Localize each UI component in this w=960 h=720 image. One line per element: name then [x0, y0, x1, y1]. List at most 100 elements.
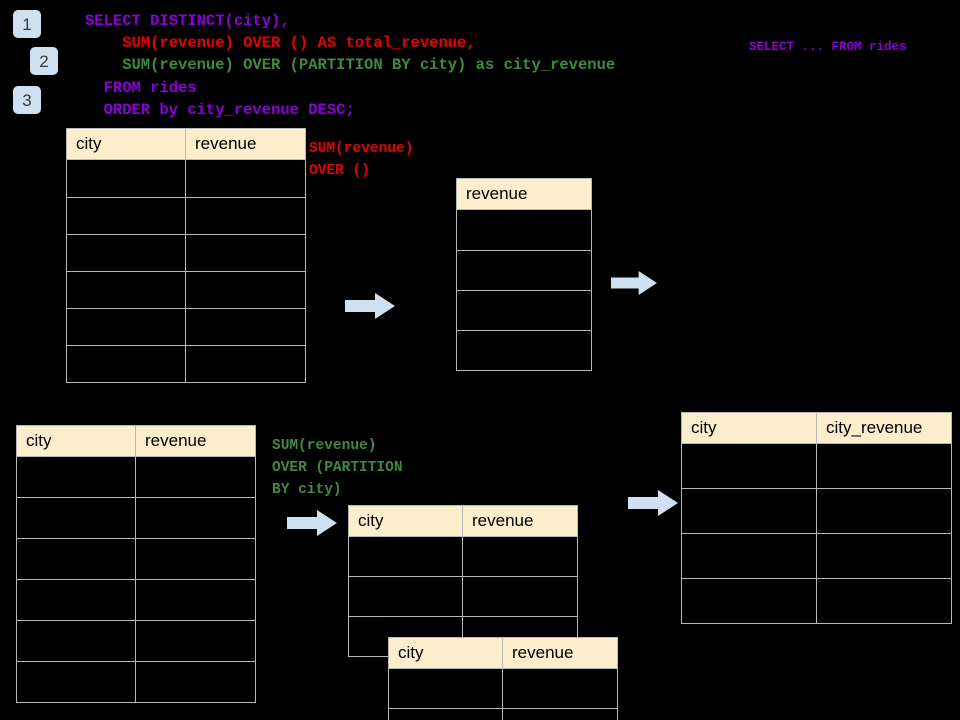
table-row	[456, 209, 592, 251]
arrow-rides-to-partition	[287, 510, 337, 536]
table-row	[681, 578, 952, 624]
table-cell	[185, 197, 306, 235]
table-row	[681, 533, 952, 579]
step-badge-3: 3	[13, 86, 41, 114]
sql-line-select-distinct: SELECT DISTINCT(city),	[85, 12, 290, 30]
table-header-row: revenue	[456, 178, 592, 210]
table-row	[66, 345, 306, 383]
column-header-revenue: revenue	[502, 637, 618, 669]
table-cell	[135, 661, 256, 703]
rides-source-table-bottom: city revenue	[16, 425, 256, 703]
column-header-city: city	[348, 505, 463, 537]
table-row	[456, 330, 592, 371]
table-cell	[681, 578, 817, 624]
table-row	[348, 576, 578, 617]
table-cell	[66, 234, 186, 272]
table-row	[16, 661, 256, 703]
table-cell	[348, 576, 463, 617]
sql-line-total-revenue: SUM(revenue) OVER () AS total_revenue,	[85, 34, 476, 52]
table-cell	[135, 456, 256, 498]
table-cell	[502, 668, 618, 709]
table-row	[681, 443, 952, 489]
table-cell	[185, 345, 306, 383]
table-cell	[16, 538, 136, 580]
table-header-row: city revenue	[348, 505, 578, 537]
table-cell	[456, 290, 592, 331]
column-header-city: city	[388, 637, 503, 669]
partition-table-front: city revenue	[348, 505, 578, 657]
table-cell	[681, 488, 817, 534]
table-cell	[16, 579, 136, 621]
table-cell	[681, 533, 817, 579]
table-row	[16, 620, 256, 662]
table-cell	[66, 345, 186, 383]
column-header-revenue: revenue	[462, 505, 578, 537]
sql-line-city-revenue: SUM(revenue) OVER (PARTITION BY city) as…	[85, 56, 616, 74]
table-row	[66, 159, 306, 198]
table-row	[16, 456, 256, 498]
table-cell	[456, 209, 592, 251]
table-row	[66, 308, 306, 346]
arrow-partition-to-result	[628, 490, 678, 516]
sql-line-order-by: ORDER by city_revenue DESC;	[85, 101, 355, 119]
table-cell	[66, 159, 186, 198]
table-cell	[135, 579, 256, 621]
table-row	[388, 708, 618, 720]
rides-source-table-top: city revenue	[66, 128, 306, 383]
partition-table-back: city revenue	[388, 637, 618, 720]
table-cell	[185, 234, 306, 272]
table-row	[66, 271, 306, 309]
table-cell	[16, 620, 136, 662]
table-cell	[456, 330, 592, 371]
table-header-row: city revenue	[388, 637, 618, 669]
table-cell	[66, 271, 186, 309]
table-row	[16, 579, 256, 621]
sidenote-select-from-rides: SELECT ... FROM rides	[749, 40, 907, 54]
column-header-city-revenue: city_revenue	[816, 412, 952, 444]
table-row	[388, 668, 618, 709]
table-cell	[66, 308, 186, 346]
table-cell	[16, 661, 136, 703]
arrow-total-to-result	[611, 271, 657, 295]
table-cell	[816, 578, 952, 624]
table-row	[66, 234, 306, 272]
arrow-rides-to-total	[345, 293, 395, 319]
table-header-row: city city_revenue	[681, 412, 952, 444]
table-cell	[16, 456, 136, 498]
step-badge-2: 2	[30, 47, 58, 75]
city-revenue-result-table: city city_revenue	[681, 412, 952, 624]
table-cell	[456, 250, 592, 291]
table-cell	[135, 620, 256, 662]
column-header-city: city	[66, 128, 186, 160]
table-cell	[816, 488, 952, 534]
table-cell	[16, 497, 136, 539]
column-header-revenue: revenue	[135, 425, 256, 457]
table-row	[456, 250, 592, 291]
table-cell	[816, 443, 952, 489]
table-cell	[66, 197, 186, 235]
table-cell	[462, 576, 578, 617]
table-cell	[185, 308, 306, 346]
table-row	[681, 488, 952, 534]
table-cell	[135, 538, 256, 580]
table-row	[348, 536, 578, 577]
table-cell	[388, 668, 503, 709]
column-header-city: city	[681, 412, 817, 444]
sql-line-from: FROM rides	[85, 79, 197, 97]
column-header-revenue: revenue	[456, 178, 592, 210]
table-cell	[502, 708, 618, 720]
annotation-total-revenue: SUM(revenue) OVER ()	[309, 141, 414, 179]
table-cell	[816, 533, 952, 579]
table-cell	[185, 271, 306, 309]
table-cell	[348, 536, 463, 577]
table-cell	[388, 708, 503, 720]
table-row	[66, 197, 306, 235]
table-header-row: city revenue	[66, 128, 306, 160]
annotation-city-revenue: SUM(revenue) OVER (PARTITION BY city)	[272, 438, 403, 498]
table-cell	[185, 159, 306, 198]
column-header-revenue: revenue	[185, 128, 306, 160]
table-header-row: city revenue	[16, 425, 256, 457]
total-revenue-table: revenue	[456, 178, 592, 371]
table-row	[16, 497, 256, 539]
